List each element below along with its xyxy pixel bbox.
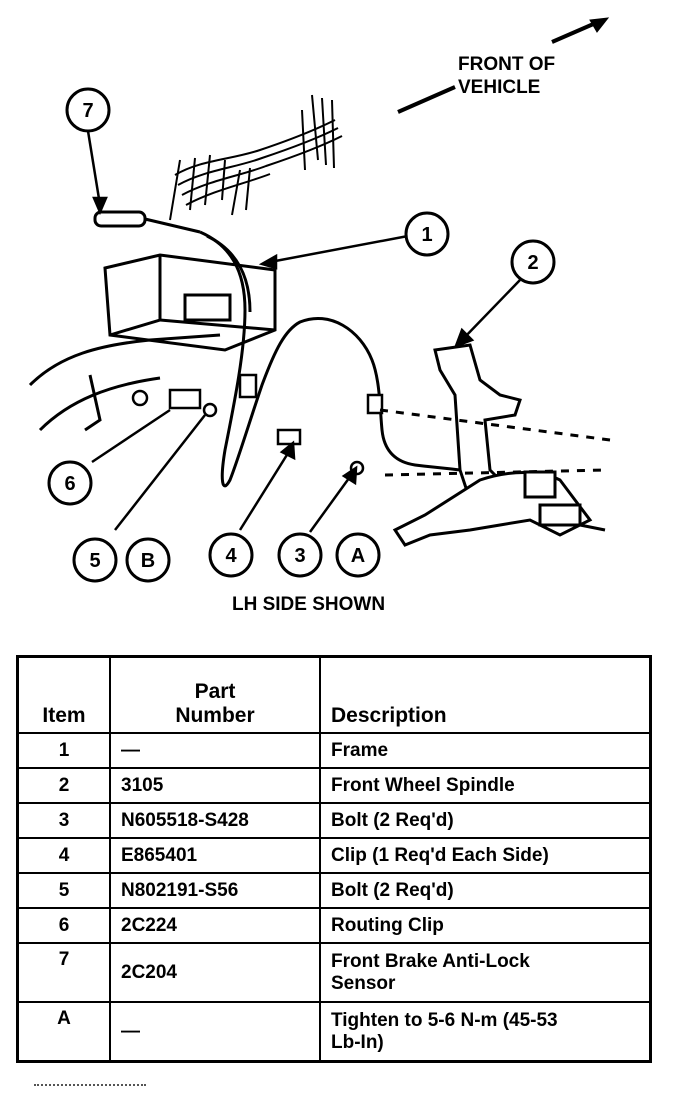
table-row: 4 E865401 Clip (1 Req'd Each Side) (16, 837, 652, 874)
table-row: 6 2C224 Routing Clip (16, 907, 652, 944)
svg-text:A: A (351, 545, 365, 567)
frame-bracket (103, 253, 277, 352)
row-description: Bolt (2 Req'd) (319, 802, 652, 839)
header-item: Item (16, 655, 111, 734)
callout-a: A (335, 532, 381, 578)
callout-7: 7 (65, 87, 111, 133)
svg-text:4: 4 (225, 545, 237, 567)
svg-text:5: 5 (89, 550, 100, 572)
svg-text:6: 6 (64, 473, 75, 495)
row-item: A (16, 1001, 111, 1063)
table-row: 7 2C204 Front Brake Anti-Lock Sensor (16, 942, 652, 1003)
callout-b: B (125, 537, 171, 583)
row-item: 2 (16, 767, 111, 804)
svg-text:3: 3 (294, 545, 305, 567)
row-description: Routing Clip (319, 907, 652, 944)
row-item: 5 (16, 872, 111, 909)
row-item: 6 (16, 907, 111, 944)
row-item: 1 (16, 732, 111, 769)
sensor-cable (93, 210, 461, 488)
clips-and-bolts (131, 373, 384, 476)
anti-lock-sensor-diagram: FRONT OF VEHICLE (28, 17, 611, 615)
header-part-line1: Part (194, 680, 236, 703)
row-part-number: N605518-S428 (109, 802, 321, 839)
callout-leaders (86, 130, 521, 533)
diagram-caption: LH SIDE SHOWN (232, 594, 385, 615)
callout-6: 6 (47, 460, 93, 506)
svg-text:2: 2 (527, 252, 538, 274)
front-of-vehicle-arrow (397, 17, 610, 114)
row-part-number: — (109, 1001, 321, 1063)
callout-1: 1 (404, 211, 450, 257)
svg-text:B: B (141, 550, 155, 572)
row-part-number: — (109, 732, 321, 769)
row-item: 7 (16, 942, 111, 1003)
row-part-number: 2C204 (109, 942, 321, 1003)
front-of-vehicle-label-2: VEHICLE (458, 77, 540, 98)
table-header-row: Item Part Number Description (16, 655, 652, 734)
svg-text:7: 7 (82, 100, 93, 122)
row-part-number: N802191-S56 (109, 872, 321, 909)
table-row: A — Tighten to 5-6 N-m (45-53 Lb-In) (16, 1001, 652, 1063)
frame-rail (28, 333, 221, 432)
row-item: 3 (16, 802, 111, 839)
header-description: Description (319, 655, 652, 734)
table-row: 2 3105 Front Wheel Spindle (16, 767, 652, 804)
row-description: Front Wheel Spindle (319, 767, 652, 804)
row-description: Front Brake Anti-Lock Sensor (319, 942, 652, 1003)
row-description: Bolt (2 Req'd) (319, 872, 652, 909)
front-wheel-spindle (379, 343, 611, 547)
callout-5: 5 (72, 537, 118, 583)
table-row: 5 N802191-S56 Bolt (2 Req'd) (16, 872, 652, 909)
front-of-vehicle-label-1: FRONT OF (458, 54, 555, 75)
callout-2: 2 (510, 239, 556, 285)
row-description: Frame (319, 732, 652, 769)
callout-4: 4 (208, 532, 254, 578)
row-description-line2: Lb-In) (331, 1031, 384, 1053)
row-description-line1: Front Brake Anti-Lock (331, 950, 530, 972)
header-part-line2: Number (175, 704, 255, 727)
row-description-line1: Tighten to 5-6 N-m (45-53 (331, 1009, 558, 1031)
row-part-number: E865401 (109, 837, 321, 874)
row-description: Tighten to 5-6 N-m (45-53 Lb-In) (319, 1001, 652, 1063)
row-part-number: 3105 (109, 767, 321, 804)
row-part-number: 2C224 (109, 907, 321, 944)
parts-table: Item Part Number Description 1 — Frame 2… (16, 655, 652, 1063)
header-part-number: Part Number (109, 655, 321, 734)
row-item: 4 (16, 837, 111, 874)
svg-text:1: 1 (421, 224, 432, 246)
callout-3: 3 (277, 532, 323, 578)
table-row: 3 N605518-S428 Bolt (2 Req'd) (16, 802, 652, 839)
wiring-harness (169, 94, 343, 221)
table-row: 1 — Frame (16, 732, 652, 769)
footer-dotted-mark (34, 1084, 146, 1086)
row-description: Clip (1 Req'd Each Side) (319, 837, 652, 874)
row-description-line2: Sensor (331, 972, 396, 994)
